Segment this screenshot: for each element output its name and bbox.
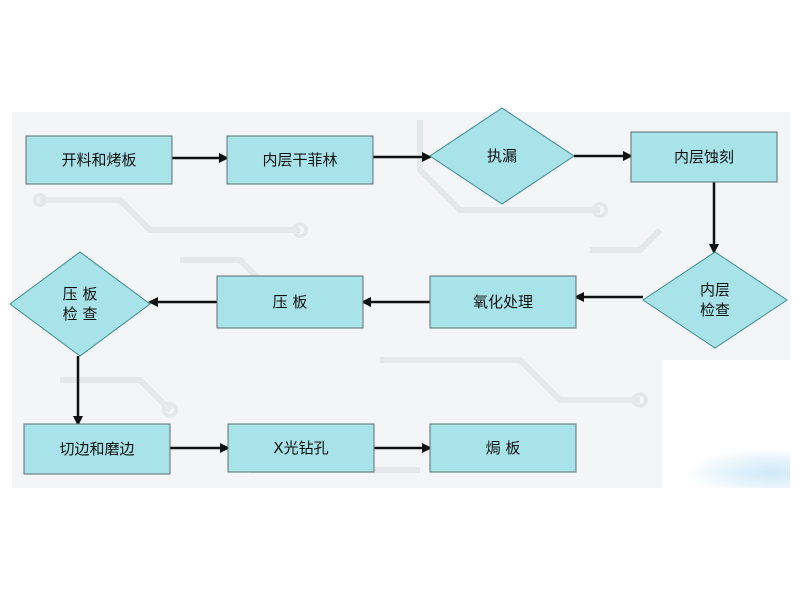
process-box-shape bbox=[429, 423, 577, 473]
process-node-n7: 压 板 bbox=[216, 275, 364, 329]
process-node-n6: 氧化处理 bbox=[429, 275, 577, 329]
process-box-shape bbox=[429, 275, 577, 329]
process-box-shape bbox=[227, 423, 375, 473]
process-box-shape bbox=[23, 423, 171, 475]
decision-node-n5: 内层检查 bbox=[642, 251, 788, 349]
node-label: 内层干菲林 bbox=[262, 151, 337, 169]
decision-node-n3: 执漏 bbox=[429, 107, 575, 205]
node-label: 压 板 bbox=[273, 293, 308, 311]
process-box-shape bbox=[25, 135, 173, 185]
node-label: 焗 板 bbox=[486, 439, 521, 457]
process-node-n2: 内层干菲林 bbox=[226, 135, 374, 185]
process-node-n10: X光钻孔 bbox=[227, 423, 375, 473]
circuit-trace-decoration bbox=[33, 120, 663, 473]
decorative-glow bbox=[690, 450, 790, 488]
decision-diamond-shape bbox=[9, 251, 151, 357]
node-label: 内层检查 bbox=[700, 281, 730, 319]
process-box-shape bbox=[216, 275, 364, 329]
decision-diamond-shape bbox=[642, 251, 788, 349]
decision-diamond-shape bbox=[429, 107, 575, 205]
node-label: 内层蚀刻 bbox=[674, 148, 734, 166]
process-box-shape bbox=[630, 131, 778, 183]
node-label: 执漏 bbox=[487, 147, 517, 165]
process-box-shape bbox=[226, 135, 374, 185]
process-node-n4: 内层蚀刻 bbox=[630, 131, 778, 183]
decision-node-n8: 压 板检 查 bbox=[9, 251, 151, 357]
process-node-n9: 切边和磨边 bbox=[23, 423, 171, 475]
node-label: X光钻孔 bbox=[273, 439, 328, 457]
process-node-n11: 焗 板 bbox=[429, 423, 577, 473]
node-label: 开料和烤板 bbox=[61, 151, 136, 169]
node-label: 切边和磨边 bbox=[59, 440, 134, 458]
node-label: 氧化处理 bbox=[473, 293, 533, 311]
node-label: 压 板检 查 bbox=[63, 285, 98, 323]
process-node-n1: 开料和烤板 bbox=[25, 135, 173, 185]
